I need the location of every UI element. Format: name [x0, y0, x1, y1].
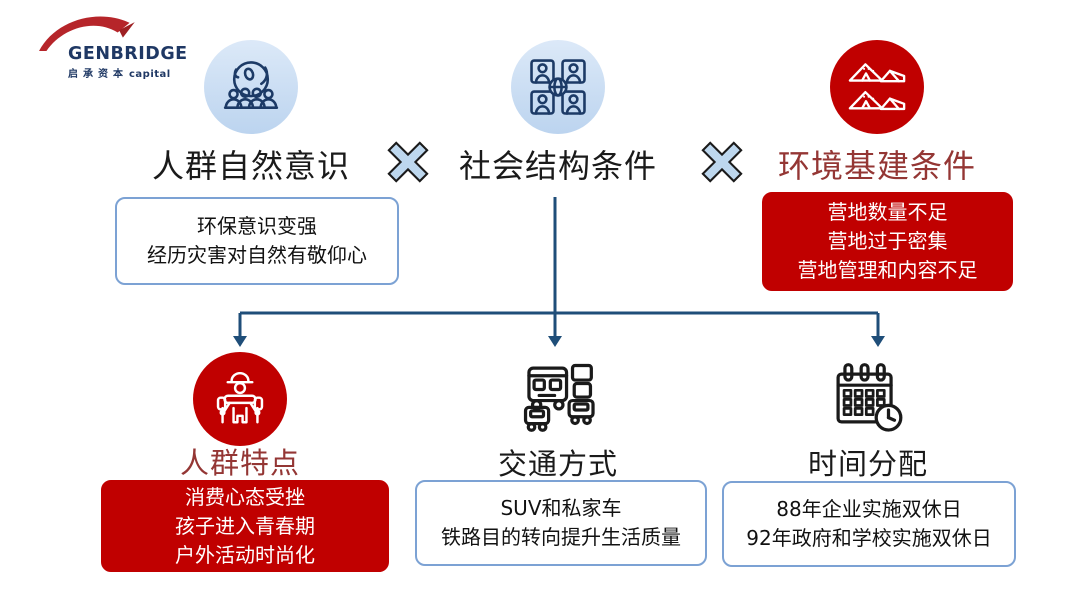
note-line: 营地过于密集	[827, 229, 948, 253]
factor-label-social-structure: 社会结构条件	[458, 147, 657, 185]
logo-subtitle: 启承资本capital	[68, 65, 188, 80]
factor-nature-awareness: 人群自然意识	[101, 40, 401, 185]
logo-text: GENBRIDGE 启承资本capital	[68, 44, 188, 80]
outcome-label-transportation: 交通方式	[497, 447, 618, 481]
outcome-box-crowd-traits: 消费心态受挫 孩子进入青春期 户外活动时尚化	[101, 480, 389, 572]
logo-sub-cn: 启承资本	[68, 69, 128, 80]
note-line: 环保意识变强	[197, 214, 317, 238]
note-line: 经历灾害对自然有敬仰心	[147, 243, 367, 267]
factor-infrastructure: 环境基建条件	[727, 40, 1027, 185]
factor-social-structure: 社会结构条件	[408, 40, 708, 185]
outcome-label-time-allocation: 时间分配	[807, 447, 928, 481]
globe-people-icon	[204, 40, 298, 134]
note-line: 消费心态受挫	[185, 484, 305, 509]
logo-brand: GENBRIDGE	[68, 44, 188, 64]
note-line: 铁路目的转向提升生活质量	[441, 525, 681, 549]
genbridge-logo: GENBRIDGE 启承资本capital	[20, 6, 205, 80]
people-network-icon	[511, 40, 605, 134]
note-line: SUV和私家车	[500, 496, 622, 520]
note-line: 88年企业实施双休日	[776, 497, 962, 521]
note-line: 孩子进入青春期	[175, 513, 315, 538]
multiply-icon	[373, 127, 444, 198]
note-line: 营地数量不足	[827, 200, 948, 224]
note-line: 户外活动时尚化	[175, 542, 315, 567]
outcome-box-transportation: SUV和私家车 铁路目的转向提升生活质量	[415, 480, 707, 566]
outcome-box-time-allocation: 88年企业实施双休日 92年政府和学校实施双休日	[722, 481, 1016, 567]
logo-swoosh-icon	[39, 16, 135, 52]
hiker-icon	[193, 352, 287, 446]
note-line: 营地管理和内容不足	[797, 258, 978, 282]
vehicles-icon	[503, 350, 613, 446]
logo-sub-en: capital	[129, 69, 171, 80]
outcome-label-crowd-traits: 人群特点	[179, 446, 300, 480]
calendar-clock-icon	[813, 350, 923, 446]
factor-label-nature-awareness: 人群自然意识	[151, 147, 350, 185]
multiply-icon	[687, 127, 758, 198]
note-box-campsite-problems: 营地数量不足 营地过于密集 营地管理和内容不足	[762, 192, 1013, 291]
tents-icon	[830, 40, 924, 134]
note-line: 92年政府和学校实施双休日	[746, 526, 992, 550]
note-box-nature-awareness: 环保意识变强 经历灾害对自然有敬仰心	[115, 197, 399, 285]
factor-label-infrastructure: 环境基建条件	[777, 147, 976, 185]
